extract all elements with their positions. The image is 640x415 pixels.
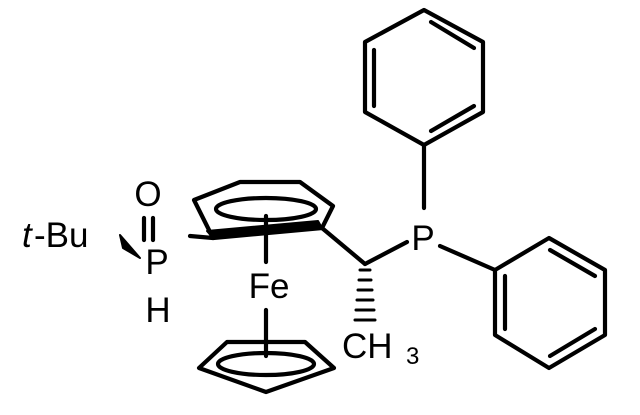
cyclopentadienyl-lower [196, 307, 337, 395]
methyl-main: CH [342, 327, 393, 366]
oxygen-label: O [134, 175, 161, 214]
hydrogen-label: H [145, 291, 170, 330]
phosphorus-oxide-label: P [145, 243, 168, 282]
phenyl-ring-top [362, 7, 486, 148]
stereocenter-bonds [319, 225, 377, 322]
phosphorus-phosphine-label: P [411, 219, 434, 258]
tert-butyl-prefix: t [22, 216, 33, 255]
phenyl-ring-bottom [492, 235, 608, 371]
iron-label: Fe [249, 267, 290, 306]
phosphine-bonds [362, 142, 498, 273]
phosphine-oxide-bonds [119, 215, 216, 259]
cyclopentadienyl-upper [191, 179, 336, 265]
tert-butyl-label: t -Bu [22, 216, 88, 255]
methyl-subscript: 3 [406, 343, 419, 370]
tert-butyl-rest: -Bu [34, 216, 88, 255]
methyl-label: CH 3 [342, 327, 419, 370]
